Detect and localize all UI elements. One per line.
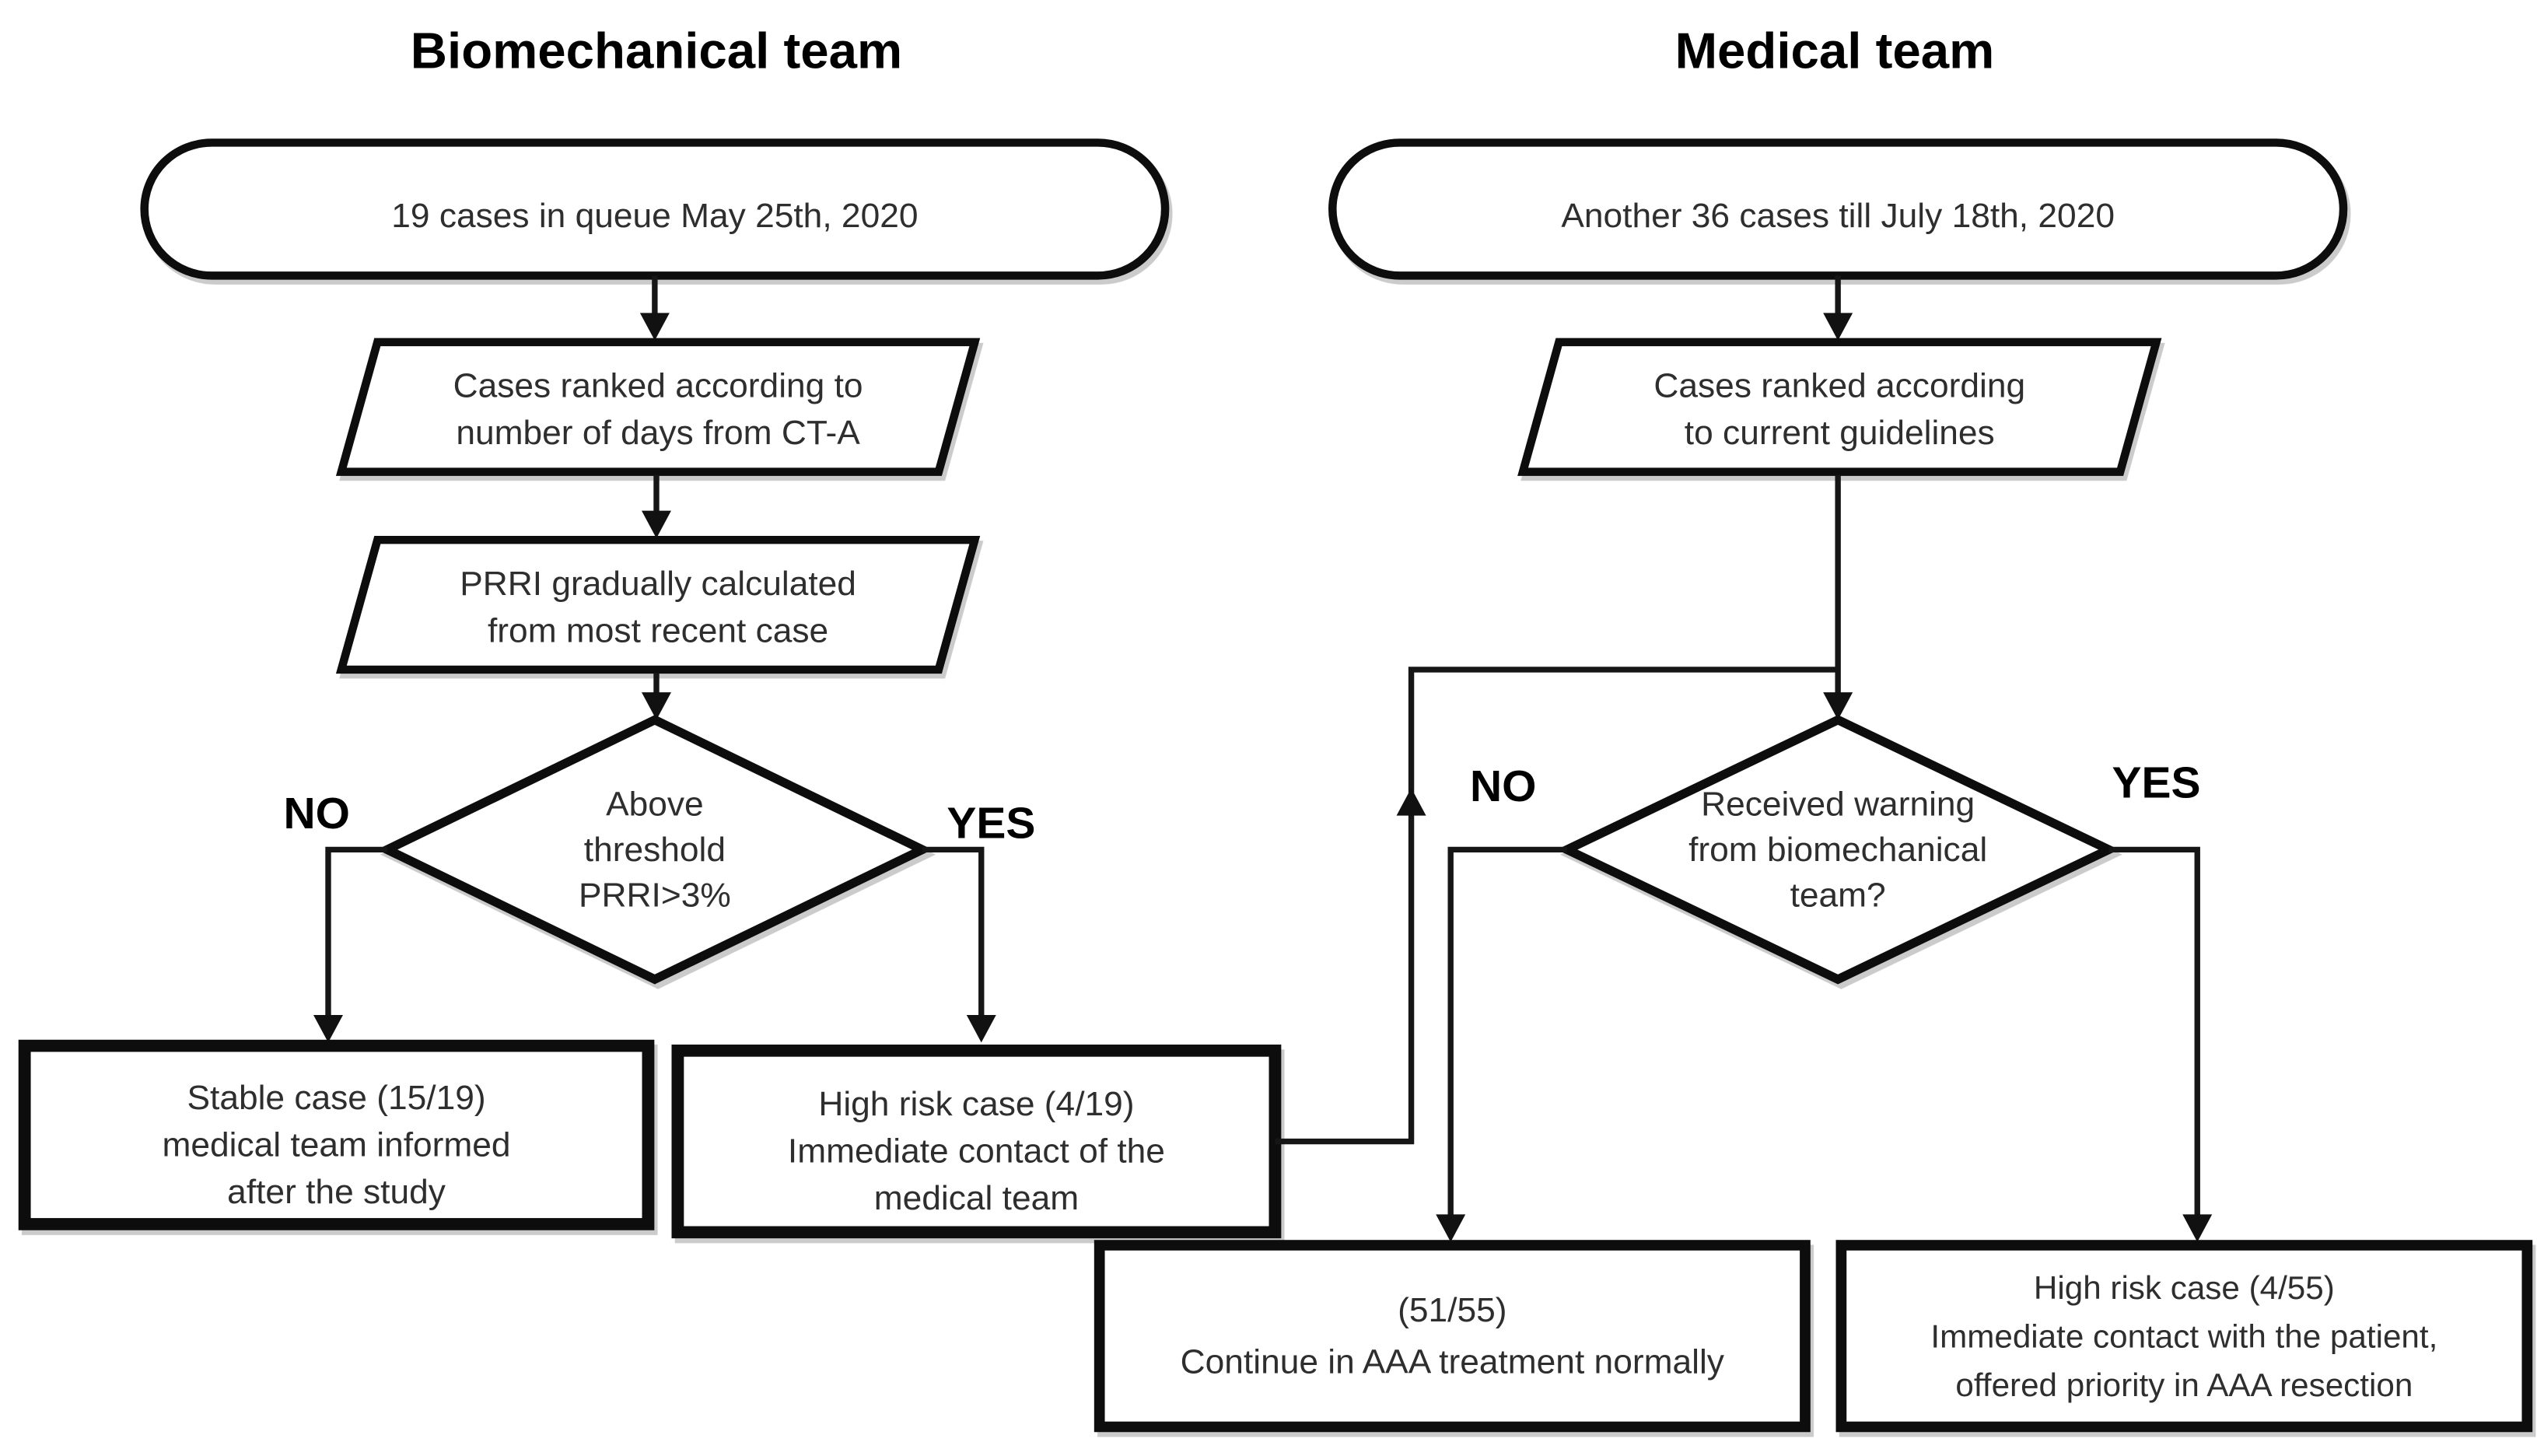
left-yes-label: YES [947, 799, 1035, 848]
arrow-down-icon [966, 1014, 996, 1043]
right-start-label: Another 36 cases till July 18th, 2020 [1561, 197, 2115, 235]
biomechanical-column-title: Biomechanical team [411, 23, 902, 79]
left-stable-label-line1: Stable case (15/19) [187, 1079, 485, 1117]
left-no-label: NO [284, 789, 350, 838]
right-rank-label-line1: Cases ranked according [1653, 367, 2025, 405]
left-prri-label-line1: PRRI gradually calculated [460, 565, 856, 603]
left-prri-parallelogram [335, 535, 981, 674]
right-decision-diamond [1556, 715, 2119, 985]
left-highrisk-label-line1: High risk case (4/19) [818, 1085, 1134, 1123]
right-no-label: NO [1470, 761, 1536, 810]
left-stable-box [18, 1039, 655, 1230]
connector-left-yes-branch [922, 846, 985, 1025]
medical-column-title: Medical team [1675, 23, 1995, 79]
medical-column: Medical team Another 36 cases till July … [1094, 23, 2533, 1433]
right-highrisk-label-line3: offered priority in AAA resection [1955, 1367, 2413, 1403]
left-decision-label-line3: PRRI>3% [579, 877, 731, 915]
connector-right-yes-branch [2108, 846, 2200, 1224]
left-highrisk-label-line3: medical team [874, 1179, 1079, 1217]
arrow-down-icon [641, 692, 671, 720]
left-stable-label-line2: medical team informed [163, 1126, 511, 1164]
connector-feedback-to-medical [1275, 667, 1839, 1145]
arrow-down-icon [641, 510, 671, 539]
arrow-down-icon [1823, 692, 1853, 720]
arrow-down-icon [639, 313, 670, 341]
left-rank-parallelogram [335, 338, 981, 476]
arrow-down-icon [1436, 1214, 1466, 1242]
right-decision-label-line1: Received warning [1701, 786, 1975, 824]
right-continue-label-line1: (51/55) [1398, 1291, 1506, 1329]
right-highrisk-label-line1: High risk case (4/55) [2034, 1269, 2335, 1306]
left-stable-label-line3: after the study [227, 1173, 446, 1211]
right-continue-label-line2: Continue in AAA treatment normally [1181, 1343, 1724, 1381]
left-decision-diamond [376, 715, 933, 985]
right-continue-box [1094, 1240, 1811, 1433]
right-highrisk-box [1835, 1240, 2533, 1433]
left-highrisk-label-line2: Immediate contact of the [788, 1132, 1165, 1171]
right-rank-parallelogram [1517, 338, 2162, 476]
arrow-down-icon [1823, 313, 1853, 341]
biomechanical-column: Biomechanical team 19 cases in queue May… [18, 23, 1282, 1239]
right-yes-label: YES [2112, 758, 2201, 807]
arrow-up-icon [1396, 788, 1426, 816]
left-rank-label-line2: number of days from CT-A [456, 414, 860, 452]
arrow-down-icon [2182, 1214, 2213, 1242]
left-decision-label-line1: Above [606, 786, 704, 824]
arrow-down-icon [313, 1014, 343, 1043]
left-rank-label-line1: Cases ranked according to [453, 367, 863, 405]
left-decision-label-line2: threshold [584, 831, 726, 869]
connector-right-no-branch [1447, 846, 1568, 1224]
right-highrisk-label-line2: Immediate contact with the patient, [1930, 1318, 2437, 1355]
left-prri-label-line2: from most recent case [488, 612, 828, 650]
right-rank-label-line2: to current guidelines [1685, 414, 1995, 452]
feedback-connector-group [1275, 667, 1839, 1145]
connector-left-no-branch [325, 846, 387, 1025]
right-decision-label-line3: team? [1790, 877, 1886, 915]
right-decision-label-line2: from biomechanical [1688, 831, 1987, 869]
left-start-label: 19 cases in queue May 25th, 2020 [391, 197, 918, 235]
